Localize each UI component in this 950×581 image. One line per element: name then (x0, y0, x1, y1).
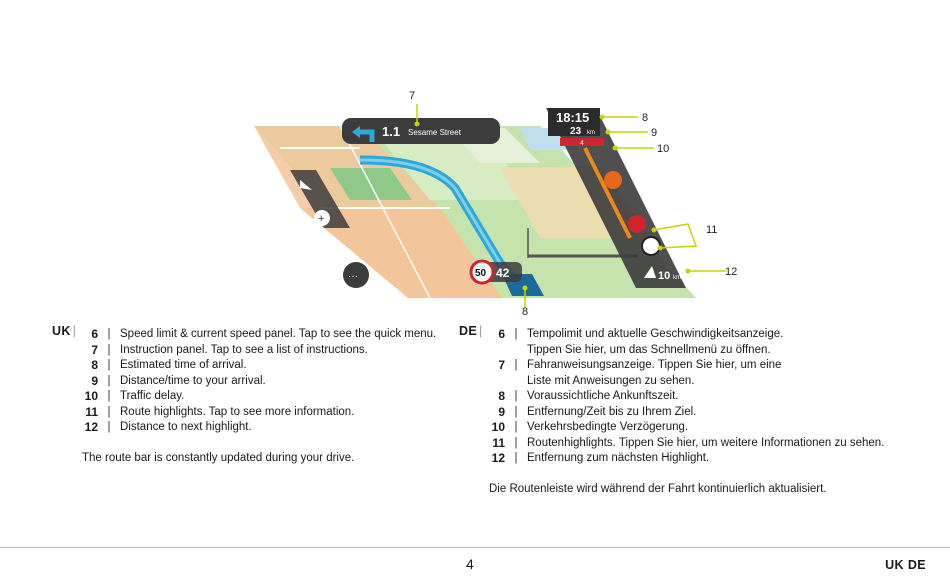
de-item-7: 7|Fahranweisungsanzeige. Tippen Sie hier… (498, 358, 782, 387)
speed-panel[interactable]: 50 42 (469, 259, 522, 285)
uk-note: The route bar is constantly updated duri… (82, 452, 355, 464)
callout-12: 12 (725, 266, 738, 278)
traffic-delay-value: 4 (580, 140, 584, 147)
arrival-panel[interactable] (548, 108, 600, 136)
de-item-8: 8|Voraussichtliche Ankunftszeit. (498, 389, 679, 403)
de-note: Die Routenleiste wird während der Fahrt … (489, 483, 827, 495)
speed-limit-value: 50 (475, 268, 487, 279)
callout-8-speed: 8 (522, 306, 529, 318)
highlight-unit: km (673, 275, 681, 281)
callout-11: 11 (706, 224, 718, 236)
uk-tag: UK| (52, 324, 77, 338)
de-items: 6|Tempolimit und aktuelle Geschwindigkei… (483, 327, 885, 498)
remaining-distance: 23 (570, 126, 582, 137)
navigation-screen-illustration: + ··· 1.1 Sesame Street 50 42 18:15 23 k… (240, 88, 760, 320)
position-arrow-icon (644, 266, 656, 278)
page-number: 4 (466, 556, 474, 572)
de-item-11: 11|Routenhighlights. Tippen Sie hier, um… (492, 435, 885, 450)
current-speed-value: 42 (496, 266, 510, 280)
svg-text:+: + (318, 213, 324, 225)
highlight-icon-1[interactable] (628, 215, 646, 233)
map-controls[interactable]: + ··· (290, 170, 369, 288)
uk-item-10: 10|Traffic delay. (84, 389, 185, 403)
callout-8: 8 (642, 112, 649, 124)
callout-10: 10 (657, 143, 670, 155)
footer-language-tags: UK DE (885, 558, 926, 572)
traffic-delay-bar (560, 138, 604, 146)
uk-item-8: 8|Estimated time of arrival. (91, 358, 247, 372)
main-menu-button[interactable] (343, 262, 369, 288)
de-item-12: 12|Entfernung zum nächsten Highlight. (491, 451, 710, 465)
callout-lines (416, 104, 726, 308)
de-item-9: 9|Entfernung/Zeit bis zu Ihrem Ziel. (498, 404, 697, 419)
instruction-distance: 1.1 (382, 124, 400, 139)
callout-9: 9 (651, 127, 658, 139)
highlight-icon-2[interactable] (641, 236, 661, 256)
speed-limit-sign (469, 259, 495, 285)
street-name: Sesame Street (408, 128, 462, 137)
highlight-distance: 10 (658, 270, 670, 282)
zoom-in-icon[interactable] (314, 210, 330, 226)
turn-arrow-icon (358, 129, 375, 142)
uk-item-9: 9|Distance/time to your arrival. (91, 373, 266, 388)
uk-item-11: 11|Route highlights. Tap to see more inf… (85, 404, 355, 419)
arrival-time: 18:15 (556, 110, 589, 125)
remaining-unit: km (587, 130, 595, 136)
callout-7: 7 (409, 90, 416, 102)
uk-item-6: 6|Speed limit & current speed panel. Tap… (91, 327, 437, 341)
map-illustration: + ··· 1.1 Sesame Street 50 42 18:15 23 k… (254, 104, 726, 308)
traffic-jam-icon[interactable] (604, 171, 622, 189)
uk-item-12: 12|Distance to next highlight. (84, 420, 252, 434)
uk-items: 6|Speed limit & current speed panel. Tap… (76, 327, 436, 467)
de-item-6: 6|Tempolimit und aktuelle Geschwindigkei… (498, 327, 784, 356)
uk-item-7: 7|Instruction panel. Tap to see a list o… (91, 342, 368, 357)
view-toggle-icon[interactable] (300, 180, 312, 190)
route-bar[interactable]: 18:15 23 km 4 10 km (546, 108, 686, 288)
svg-text:···: ··· (348, 271, 358, 282)
de-item-10: 10|Verkehrsbedingte Verzögerung. (491, 420, 689, 434)
instruction-panel[interactable]: 1.1 Sesame Street (342, 118, 500, 144)
callout-dots (414, 114, 691, 291)
de-tag: DE| (459, 324, 483, 338)
footer-divider (0, 547, 950, 548)
